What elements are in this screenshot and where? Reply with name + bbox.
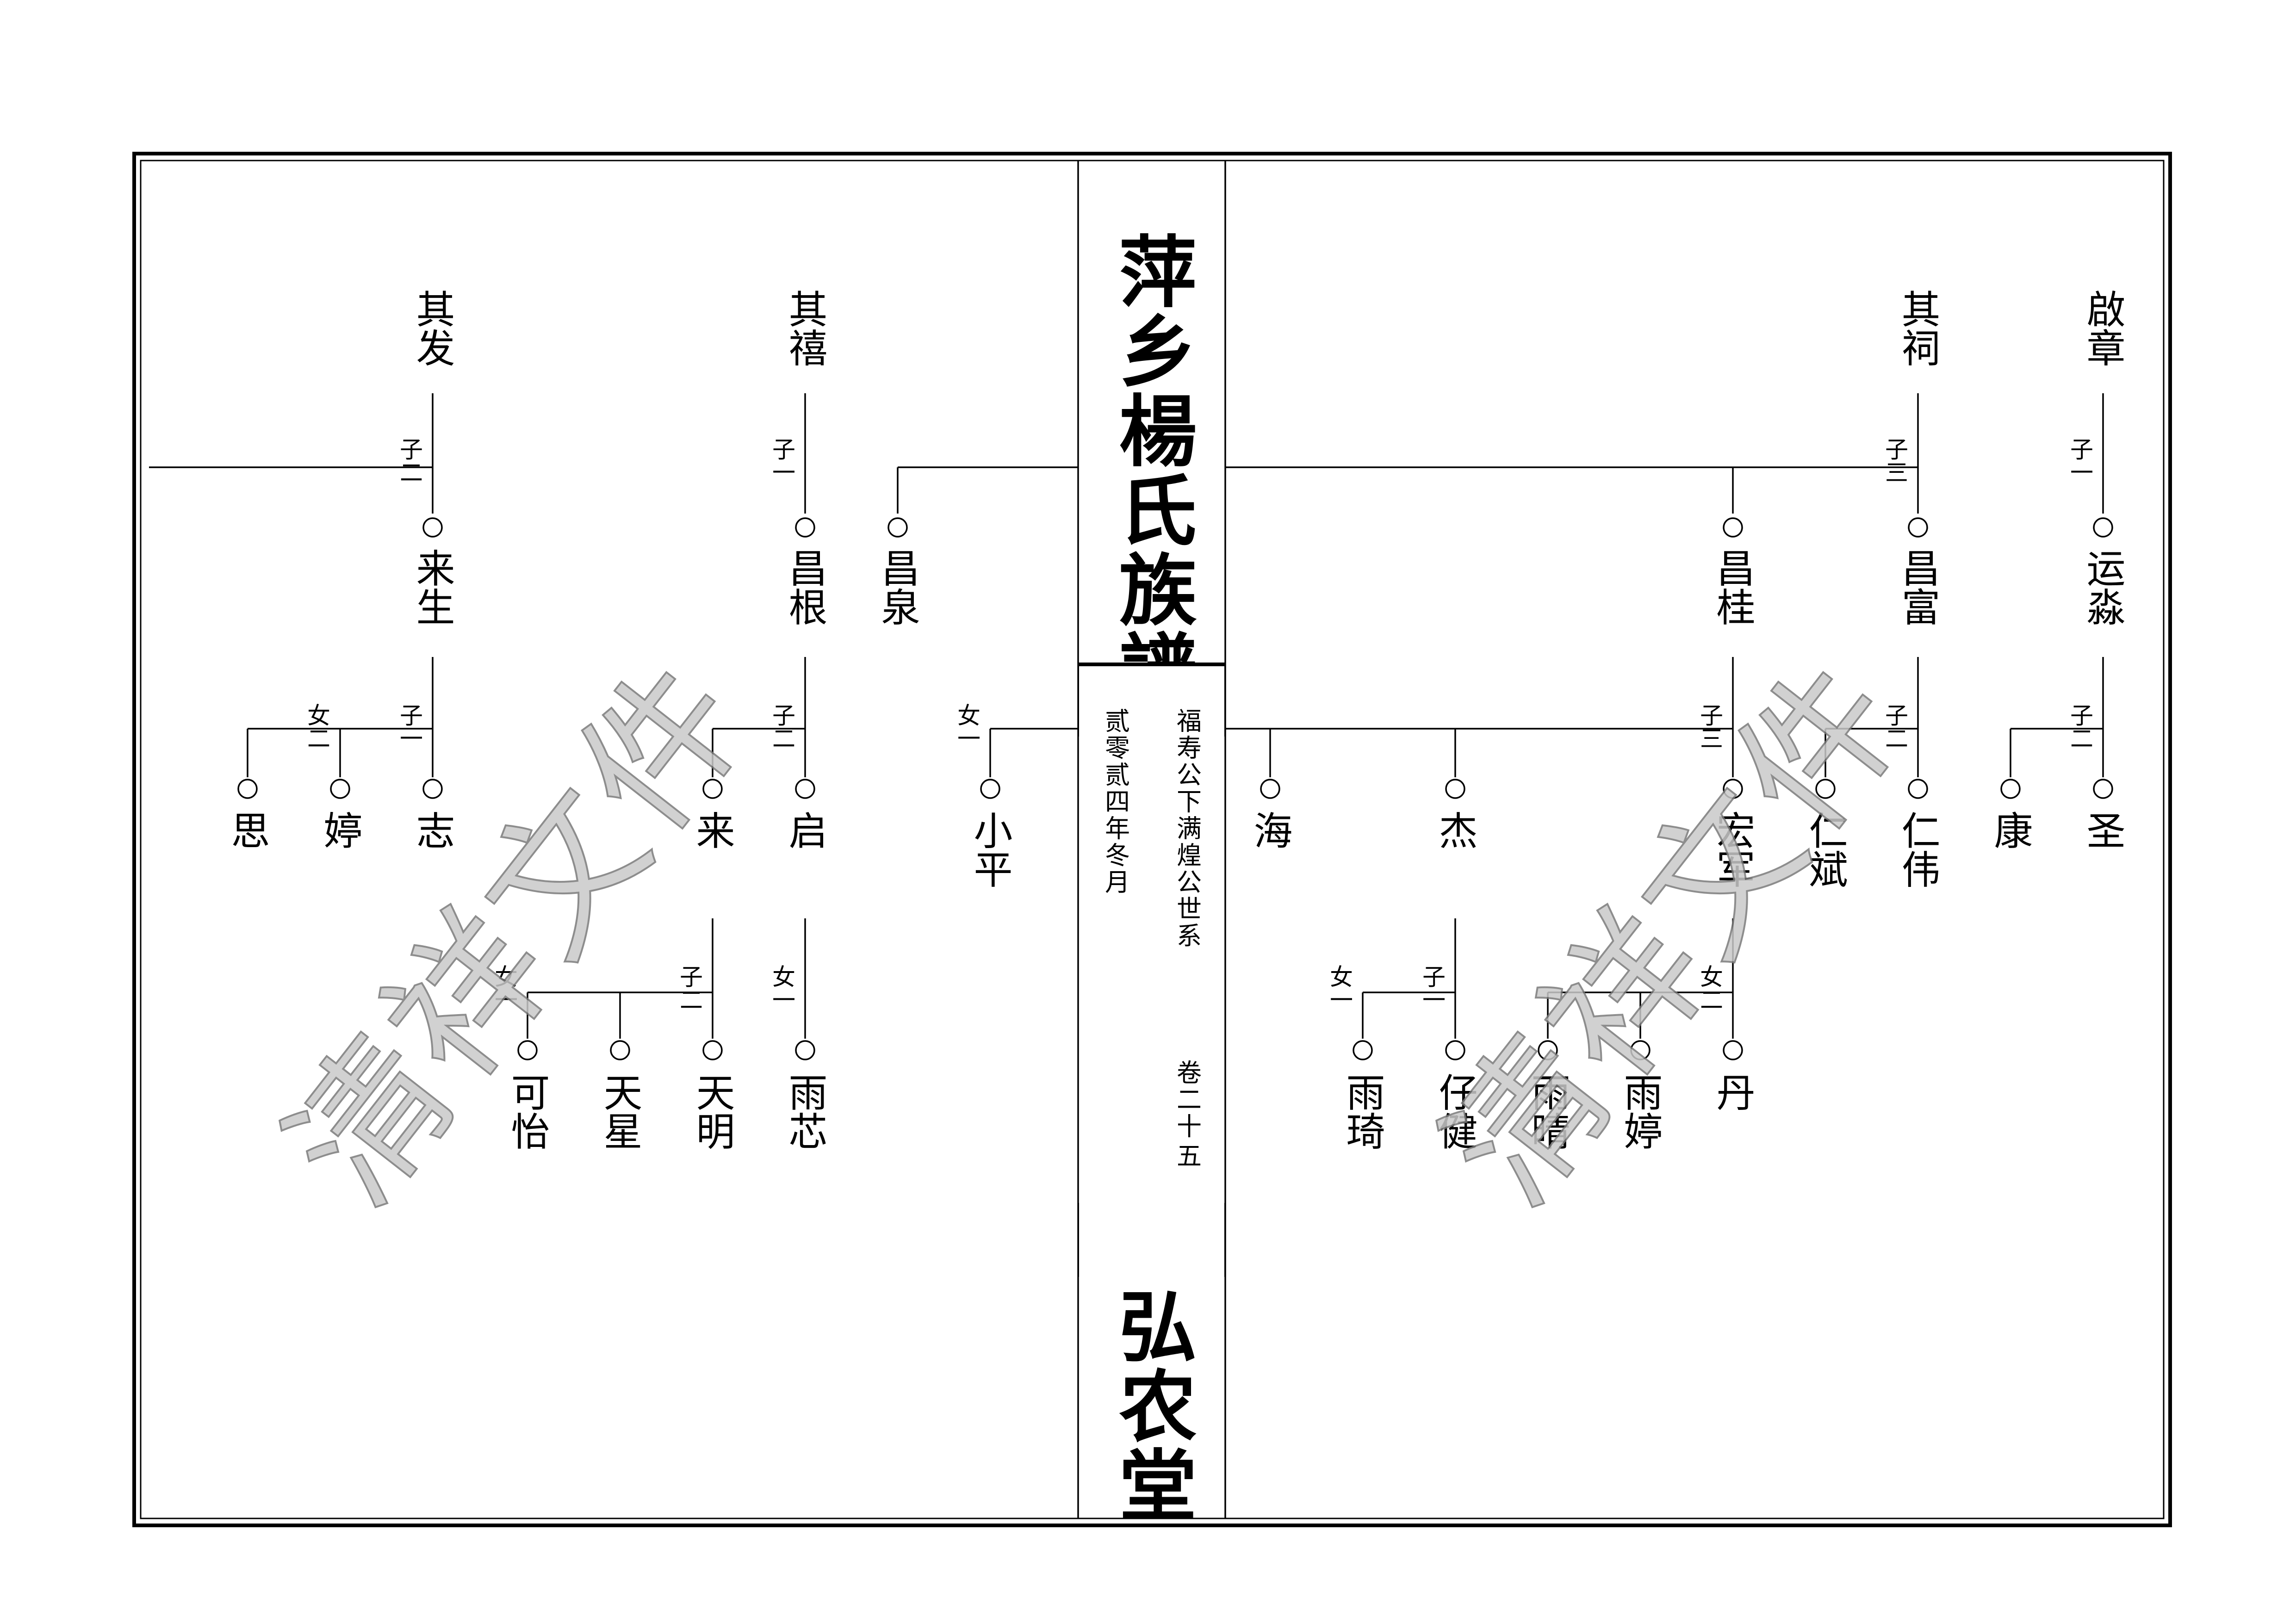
tree-names: 其发 其禧 其祠 啟章 来生 昌根 昌泉 昌桂 昌富 运淼 思 婷 志 来 启 … [225, 289, 2126, 1150]
watermark-text: 清祥文件 [1412, 630, 1940, 1235]
person-changquan: 昌泉 [875, 548, 920, 626]
person-dan: 丹 [1710, 1072, 1756, 1111]
person-xiaoping: 小平 [968, 811, 1013, 888]
person-hai: 海 [1247, 811, 1293, 849]
person-zijian: 仔健 [1433, 1072, 1478, 1150]
label-son-count: 子三 [1696, 703, 1723, 750]
label-dau-count: 女一 [954, 703, 980, 750]
person-hongjun: 宏军 [1710, 811, 1756, 888]
label-dau-count: 女一 [769, 965, 795, 1011]
label-son-count: 子二 [676, 965, 703, 1011]
person-yuqing: 雨晴 [1525, 1072, 1570, 1150]
person-qizhang: 啟章 [2080, 289, 2126, 367]
book-title: 萍乡楊氏族譜 [1106, 231, 1198, 709]
person-changgen: 昌根 [782, 548, 828, 626]
tree-lines [149, 393, 2104, 1039]
person-qifa: 其发 [410, 289, 455, 367]
person-ting: 婷 [317, 811, 363, 849]
label-son-count: 子三 [1881, 437, 1908, 483]
spine-panel [1079, 666, 1224, 1277]
person-keyi: 可怡 [505, 1072, 550, 1150]
person-yuting: 雨婷 [1618, 1072, 1663, 1150]
person-qixi: 其禧 [782, 289, 828, 367]
label-son-count: 子一 [1419, 965, 1446, 1011]
inner-frame [140, 160, 2165, 1519]
person-qi: 启 [782, 811, 828, 849]
label-son-count: 子二 [2066, 703, 2093, 750]
label-dau-count: 女一 [1326, 965, 1353, 1011]
person-kang: 康 [1988, 811, 2033, 849]
person-qici: 其祠 [1895, 289, 1941, 367]
label-son-count: 子二 [396, 437, 423, 483]
person-changgui: 昌桂 [1710, 548, 1756, 626]
person-yuxin: 雨芯 [782, 1072, 828, 1150]
person-sheng: 圣 [2080, 811, 2126, 849]
label-dau-count: 女二 [1696, 965, 1723, 1011]
person-tianxing: 天星 [597, 1072, 643, 1150]
label-son-count: 子二 [1881, 703, 1908, 750]
label-son-count: 子一 [2066, 437, 2093, 483]
person-tianming: 天明 [690, 1072, 735, 1150]
label-son-count: 子一 [769, 437, 795, 483]
person-yuqi: 雨琦 [1340, 1072, 1385, 1150]
person-lai: 来 [690, 811, 735, 849]
tree-nodes [237, 517, 2113, 1060]
spine-date: 贰零贰四年冬月 [1101, 708, 1130, 896]
person-laisheng: 来生 [410, 548, 455, 626]
spine-volume: 卷二十 [1173, 1059, 1202, 1140]
outer-frame [132, 152, 2172, 1527]
label-son-count: 子二 [769, 703, 795, 750]
person-si: 思 [225, 811, 270, 849]
hall-name: 弘农堂 [1106, 1286, 1198, 1525]
person-zhi: 志 [410, 811, 455, 849]
spine-lineage: 福寿公下满煌公世系 [1173, 708, 1202, 949]
person-renbin: 仁斌 [1803, 811, 1848, 888]
watermark-right: 清祥文件 [1411, 629, 1941, 1236]
person-yunmiao: 运淼 [2080, 548, 2126, 626]
person-changfu: 昌富 [1895, 548, 1941, 626]
tree-labels: 子二 子一 子三 子一 女二 子一 子二 女一 子三 子二 子二 女一 子二 女… [304, 437, 2093, 1011]
spine-page: 五 [1173, 1143, 1202, 1168]
label-son-count: 子一 [396, 703, 423, 750]
label-dau-count: 女一 [491, 965, 518, 1011]
person-jie: 杰 [1433, 811, 1478, 849]
person-renwei: 仁伟 [1895, 811, 1941, 888]
spine: 萍乡楊氏族譜 福寿公下满煌公世系 卷二十 五 贰零贰四年冬月 弘农堂 [1077, 161, 1226, 1525]
label-dau-count: 女二 [304, 703, 330, 750]
